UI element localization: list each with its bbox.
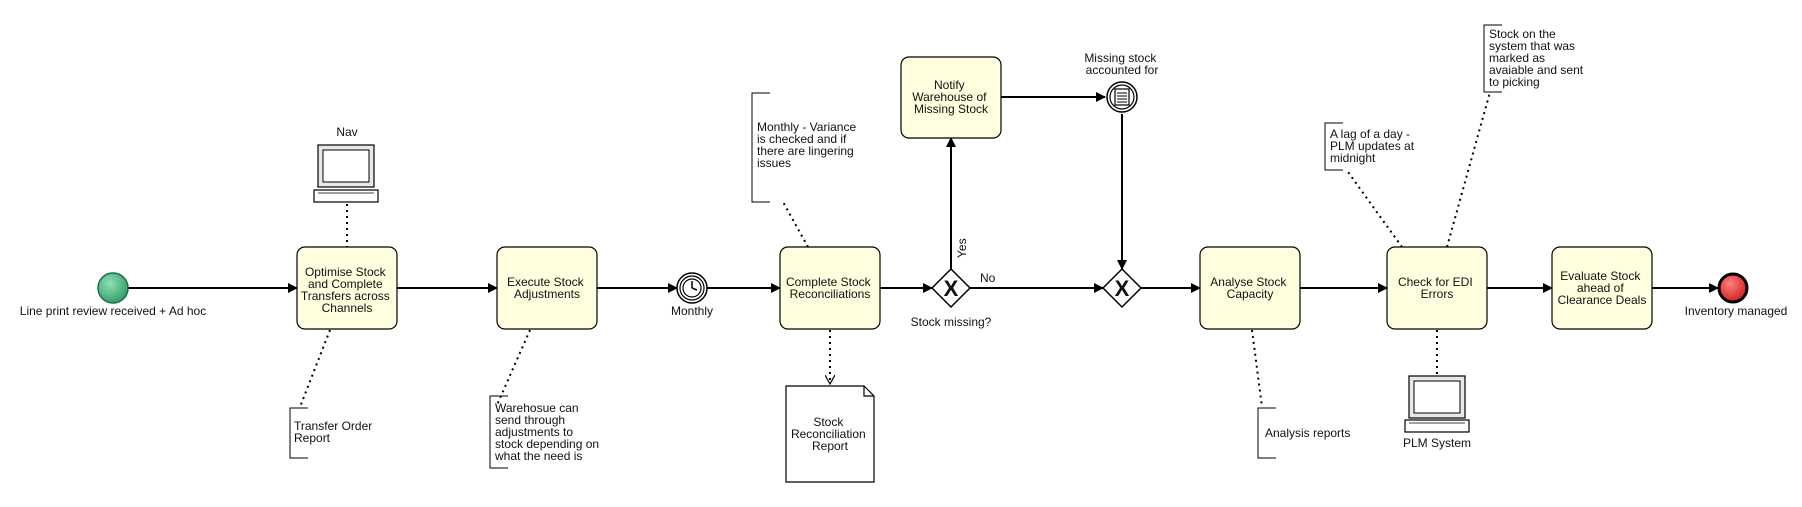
svg-text:Transfer Order Report: Transfer Order Report: [294, 419, 376, 445]
sequence-flows: [128, 92, 1719, 293]
svg-text:Complete Stock Reconcili: Complete Stock Reconciliations: [786, 275, 874, 301]
gateway-yes-label: Yes: [955, 238, 969, 258]
svg-text:Optimise Stock and Compl: Optimise Stock and Complete Transfers ac…: [301, 265, 393, 315]
assoc-warehouse-note: [496, 329, 531, 406]
document-icon[interactable]: Stock Reconciliation Report: [785, 385, 875, 483]
task-optimise-stock[interactable]: Optimise Stock and Complete Transfers ac…: [296, 246, 398, 330]
message-event-label-line: Missing stock: [1084, 51, 1157, 65]
annotation-monthly-variance[interactable]: Monthly - Variance is checked and if the…: [751, 92, 860, 203]
svg-text:X: X: [1115, 276, 1130, 301]
task-notify-warehouse[interactable]: Notify Warehouse of Missing Stock: [900, 56, 1002, 139]
associations: [299, 91, 1491, 408]
timer-event-label: Monthly: [671, 304, 713, 318]
svg-text:Stock Reconciliation: Stock Reconciliation Report: [791, 415, 869, 453]
svg-text:Check for EDI Errors: Check for EDI Errors: [1398, 275, 1476, 301]
svg-text:Notify Warehouse of: Notify Warehouse of Missing Stock: [912, 78, 990, 116]
annotation-warehouse[interactable]: Warehosue can send through adjustments t…: [489, 395, 602, 469]
annotation-stock-picking[interactable]: Stock on the system that was marked as a…: [1483, 24, 1586, 93]
exclusive-gateway-stock-missing[interactable]: X: [930, 267, 972, 309]
svg-text:Monthly - Variance is ch: Monthly - Variance is checked and if the…: [757, 120, 860, 170]
task-execute-adjustments[interactable]: Execute Stock Adjustments: [496, 246, 598, 330]
computer-icon-nav[interactable]: [313, 144, 379, 203]
timer-event-icon[interactable]: [676, 272, 708, 304]
svg-text:A lag of a day - PLM upd: A lag of a day - PLM updates at midnight: [1330, 127, 1417, 165]
exclusive-gateway-merge[interactable]: X: [1101, 267, 1143, 309]
svg-text:X: X: [944, 276, 959, 301]
end-event-label: Inventory managed: [1685, 304, 1788, 318]
message-event-label: Missing stock accounted for: [1084, 51, 1159, 77]
start-event-label: Line print review received + Ad hoc: [20, 304, 206, 318]
gateway-no-label: No: [980, 271, 996, 285]
message-event-icon[interactable]: [1106, 81, 1138, 113]
annotation-analysis-reports[interactable]: Analysis reports: [1257, 407, 1350, 459]
task-evaluate-stock[interactable]: Evaluate Stock ahead of Clearance Deals: [1551, 246, 1653, 330]
message-event-label-line: accounted for: [1086, 63, 1159, 77]
svg-text:Analyse Stock Capacity: Analyse Stock Capacity: [1210, 275, 1289, 301]
svg-text:Execute Stock Adjustment: Execute Stock Adjustments: [507, 275, 587, 301]
task-analyse-capacity[interactable]: Analyse Stock Capacity: [1199, 246, 1301, 330]
computer-icon-plm[interactable]: [1404, 375, 1470, 433]
assoc-transfer-report: [299, 329, 331, 408]
system-label-plm: PLM System: [1403, 436, 1471, 450]
svg-text:Evaluate Stock ahead of: Evaluate Stock ahead of Clearance Deals: [1558, 269, 1647, 307]
assoc-picking-note: [1446, 91, 1491, 248]
task-check-edi-errors[interactable]: Check for EDI Errors: [1386, 246, 1488, 330]
task-complete-reconciliations[interactable]: Complete Stock Reconciliations: [779, 246, 881, 330]
assoc-analysis-note: [1251, 329, 1263, 408]
annotation-transfer-order[interactable]: Transfer Order Report: [289, 407, 376, 459]
annotation-plm-lag[interactable]: A lag of a day - PLM updates at midnight: [1324, 122, 1417, 171]
start-event[interactable]: [97, 272, 129, 304]
system-label-nav: Nav: [336, 125, 357, 139]
svg-text:Analysis reports: Analysis reports: [1265, 426, 1350, 440]
assoc-monthly-note: [782, 201, 809, 248]
gateway-question-label: Stock missing?: [911, 315, 992, 329]
end-event[interactable]: [1717, 272, 1749, 304]
assoc-lag-note: [1347, 171, 1403, 248]
svg-text:Warehosue can send throu: Warehosue can send through adjustments t…: [494, 401, 602, 463]
svg-text:Stock on the system that: Stock on the system that was marked as a…: [1489, 27, 1586, 89]
